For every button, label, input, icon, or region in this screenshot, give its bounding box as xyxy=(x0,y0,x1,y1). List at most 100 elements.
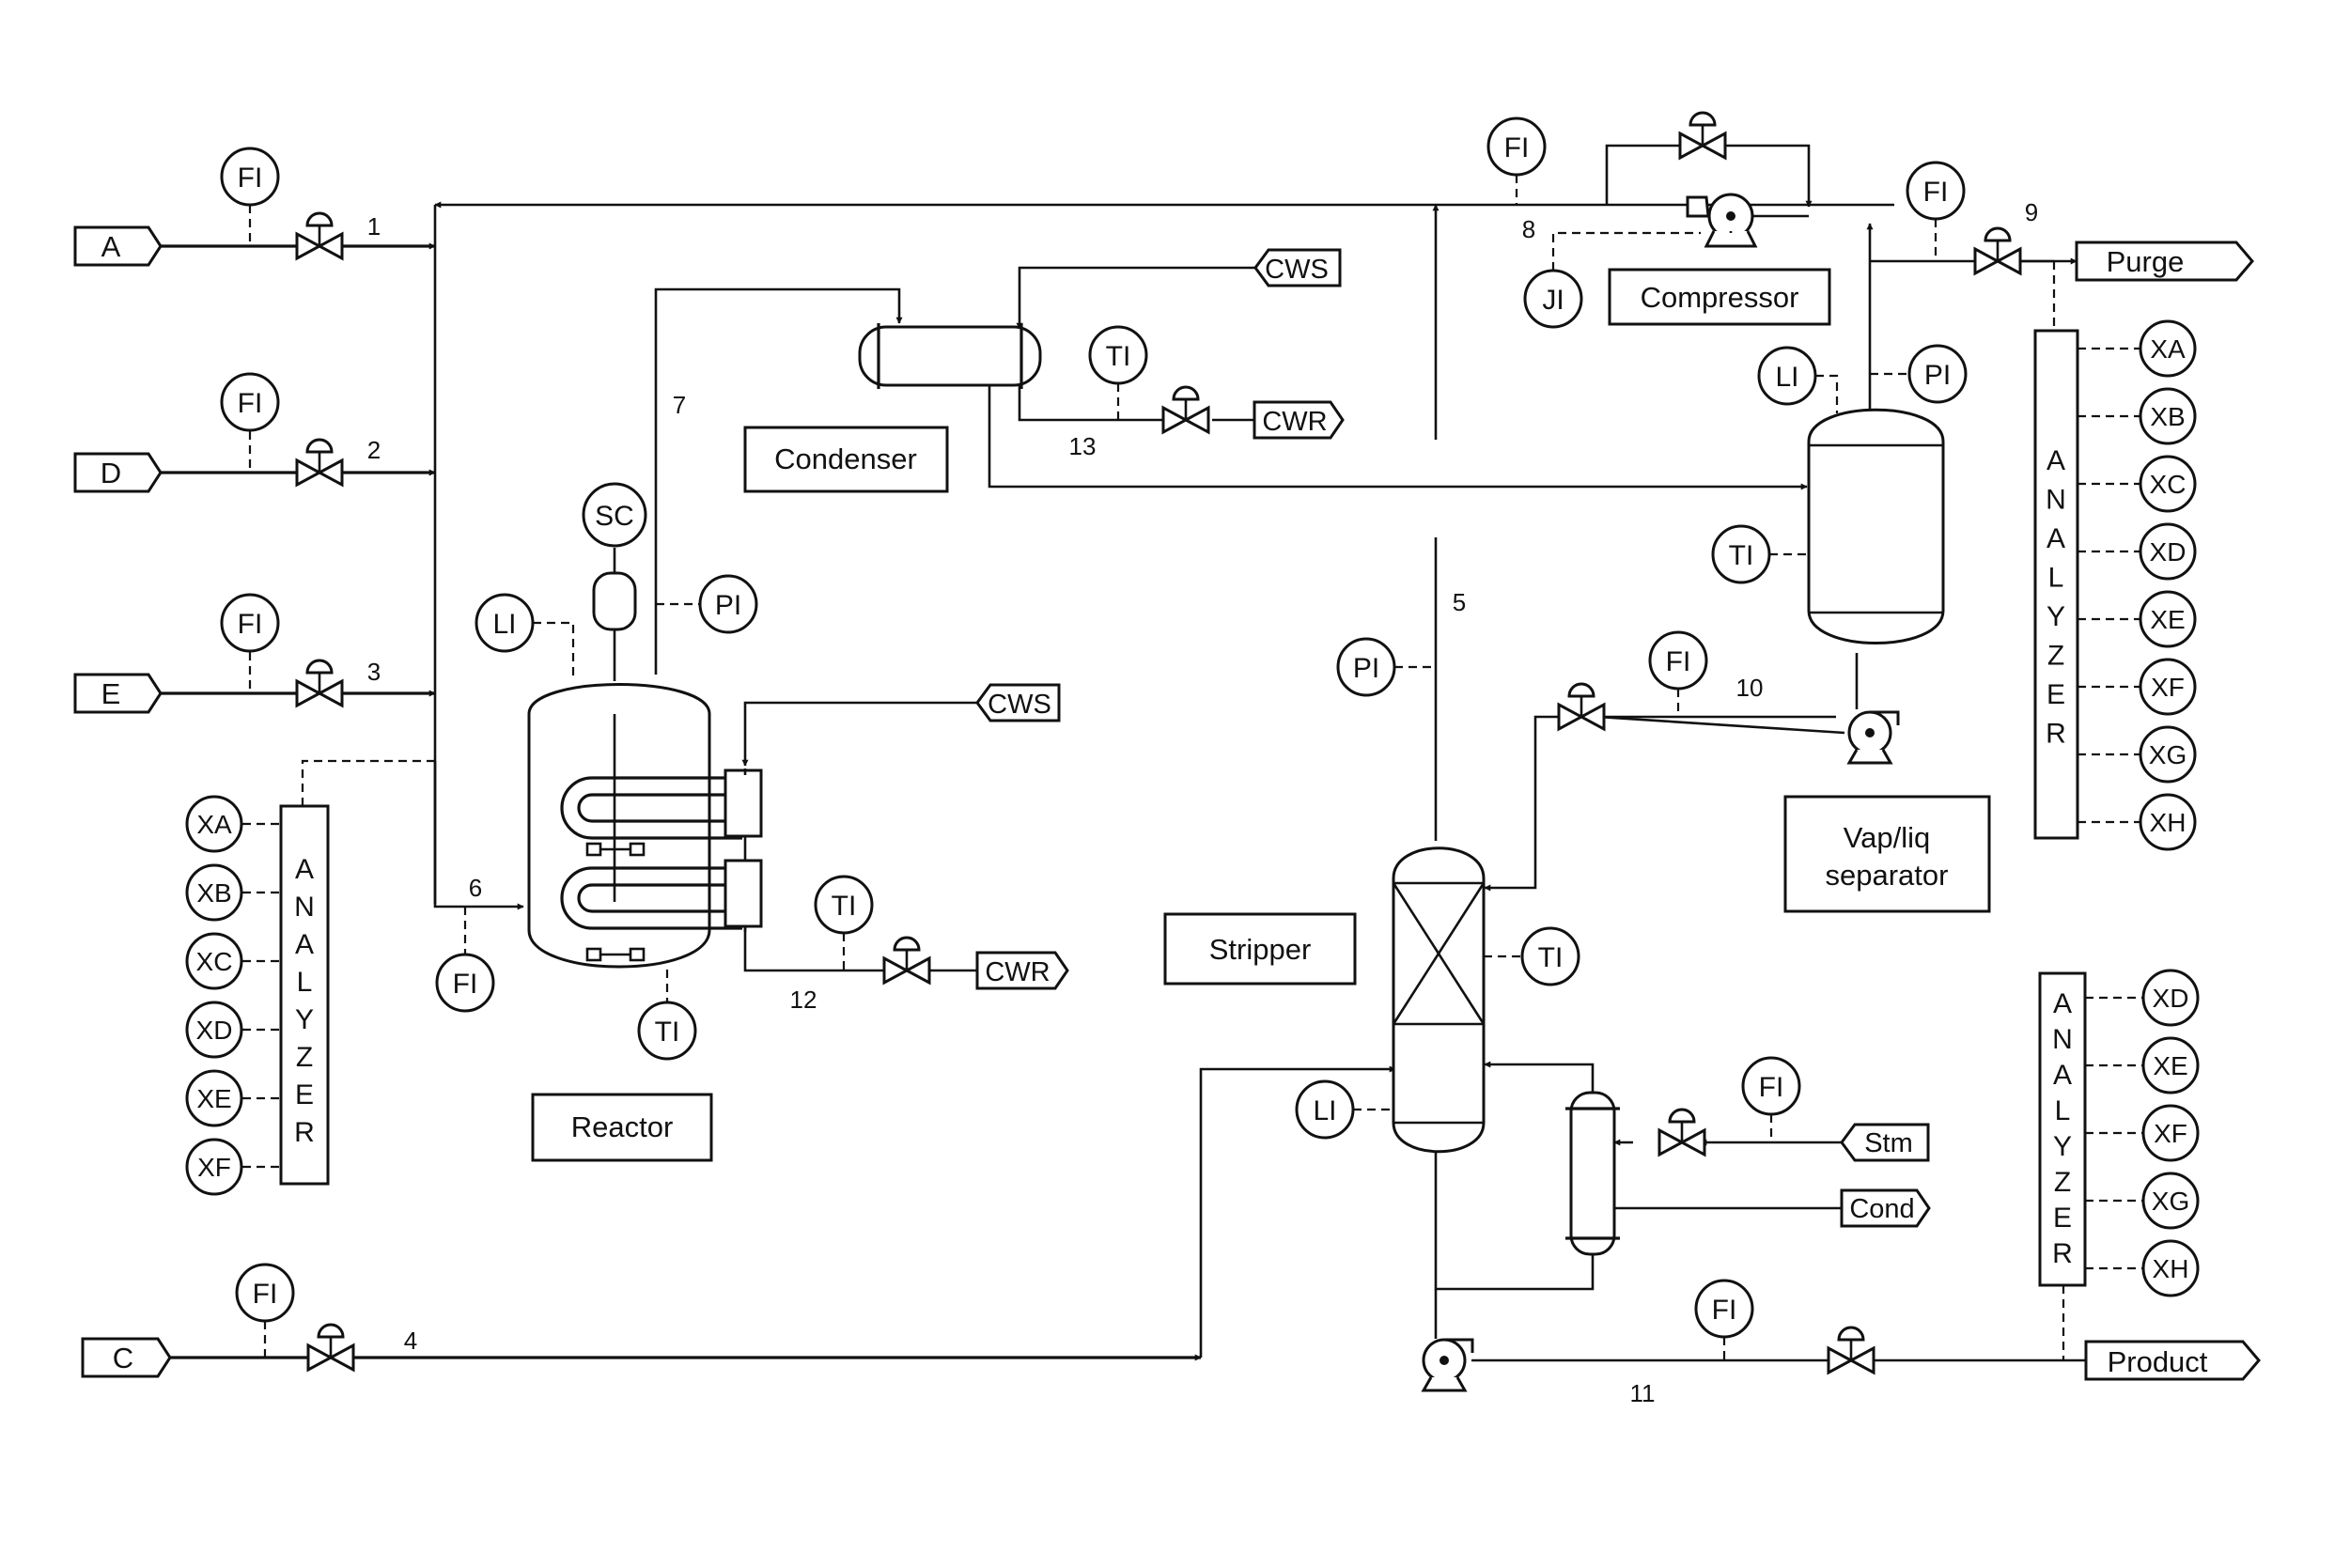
analyzer-letter: R xyxy=(2046,719,2066,750)
analyzer-bubble xyxy=(2139,522,2197,581)
svg-text:FI: FI xyxy=(1759,1072,1784,1103)
reactor-vessel xyxy=(527,548,763,969)
analyzer-bubble-label: XE xyxy=(2153,1051,2187,1080)
valve-feed-a xyxy=(295,211,344,260)
analyzer-bubble xyxy=(2139,455,2197,513)
analyzer-letter: Y xyxy=(295,1004,314,1035)
analyzer-bubble-label: XE xyxy=(2150,605,2185,634)
analyzer-letter: R xyxy=(2052,1238,2073,1269)
analyzer-bubble xyxy=(185,1138,243,1196)
stripper-label: Stripper xyxy=(1209,933,1312,966)
fi-stream-6: FI xyxy=(435,907,495,1013)
svg-text:FI: FI xyxy=(1504,132,1530,163)
analyzer-letter: N xyxy=(294,892,315,923)
svg-text:FI: FI xyxy=(253,1279,278,1310)
svg-text:TI: TI xyxy=(1106,341,1131,372)
analyzer-bubble-label: XG xyxy=(2152,1187,2189,1216)
ti-condenser: TI xyxy=(1088,325,1148,420)
pi-stripper: PI xyxy=(1336,637,1436,697)
svg-text:SC: SC xyxy=(595,501,634,532)
analyzer-letter: A xyxy=(295,854,314,885)
analyzer-bubble xyxy=(2141,1104,2200,1162)
analyzer-letter: Y xyxy=(2047,601,2065,632)
separator-vessel xyxy=(1807,408,1945,644)
valve-bypass xyxy=(1678,111,1727,160)
reactor-label: Reactor xyxy=(571,1110,674,1143)
analyzer-bubble-label: XF xyxy=(2154,1119,2187,1148)
analyzer-bubble-label: XA xyxy=(196,810,232,839)
analyzer-letter: L xyxy=(297,967,313,998)
stream-4: 4 xyxy=(404,1327,417,1355)
compressor-label: Compressor xyxy=(1641,281,1799,314)
pump-separator-icon xyxy=(1847,710,1900,765)
valve-steam xyxy=(1657,1108,1706,1157)
svg-text:PI: PI xyxy=(1924,360,1951,391)
valve-product xyxy=(1827,1326,1875,1374)
svg-text:JI: JI xyxy=(1542,285,1564,316)
analyzer-bubble xyxy=(2139,590,2197,648)
analyzer-bubble-label: XH xyxy=(2150,808,2187,837)
svg-text:LI: LI xyxy=(1313,1095,1336,1126)
instruments: FI FI FI FI FI FI FI xyxy=(220,116,1968,1360)
valve-condenser-cwr xyxy=(1161,385,1210,434)
analyzer-bubble-label: XH xyxy=(2153,1254,2189,1283)
product-tag: Product xyxy=(2108,1345,2208,1378)
feed-c-tag: C xyxy=(113,1342,133,1374)
analyzer-bubble xyxy=(2141,1172,2200,1230)
analyzer-bubble xyxy=(2141,1036,2200,1094)
analyzer-bubble-label: XA xyxy=(2150,334,2186,364)
analyzer-bubble-label: XC xyxy=(196,947,233,976)
svg-text:TI: TI xyxy=(655,1017,680,1048)
analyzer-letter: E xyxy=(2047,679,2065,710)
fi-feed-a: FI xyxy=(220,147,280,246)
valve-feed-c xyxy=(306,1323,355,1372)
analyzer-letter: L xyxy=(2048,563,2064,594)
ti-reactor: TI xyxy=(637,970,697,1061)
stream-numbers: 1 2 3 4 5 6 7 8 9 10 11 12 13 xyxy=(367,198,2038,1407)
svg-text:LI: LI xyxy=(1775,362,1798,393)
analyzer-letter: Z xyxy=(2054,1167,2071,1198)
svg-text:FI: FI xyxy=(238,388,263,419)
fi-recycle: FI xyxy=(1486,116,1547,205)
valve-purge xyxy=(1973,226,2022,275)
stream-12: 12 xyxy=(790,986,817,1014)
purge-tag: Purge xyxy=(2107,245,2185,278)
svg-text:FI: FI xyxy=(238,609,263,640)
analyzer-bubble-label: XG xyxy=(2149,740,2187,769)
analyzer-bubble-label: XF xyxy=(197,1153,231,1182)
analyzer-bubble xyxy=(2139,319,2197,378)
sc-reactor: SC xyxy=(582,482,647,548)
analyzer-bubble-label: XB xyxy=(2150,402,2185,431)
analyzer-bubble xyxy=(185,795,243,853)
unit-labels: Reactor Condenser Compressor Vap/liq sep… xyxy=(531,268,1991,1162)
analyzer-bubble-label: XC xyxy=(2150,470,2187,499)
compressor-icon xyxy=(1686,193,1758,248)
feed-tags: A D E C Purge Product CWS CWR CWS CWR St… xyxy=(73,225,2261,1381)
feed-a-tag: A xyxy=(101,230,121,263)
analyzer-bubble-label: XF xyxy=(2151,673,2185,702)
fi-product: FI xyxy=(1694,1279,1754,1360)
svg-text:TI: TI xyxy=(832,891,857,922)
ji-compressor: JI xyxy=(1523,231,1701,329)
analyzer-letter: A xyxy=(2047,523,2065,554)
li-separator: LI xyxy=(1757,346,1839,413)
analyzer-letter: N xyxy=(2052,1024,2073,1055)
analyzer-letter: A xyxy=(2053,988,2072,1019)
stream-7: 7 xyxy=(673,391,686,419)
analyzer-bubble-label: XD xyxy=(2150,537,2187,567)
valve-feed-d xyxy=(295,438,344,487)
valve-reactor-cwr xyxy=(882,936,931,985)
fi-feed-e: FI xyxy=(220,593,280,693)
condensate-tag: Cond xyxy=(1849,1194,1914,1224)
stream-8: 8 xyxy=(1522,215,1535,243)
analyzer-bubble-label: XE xyxy=(196,1084,231,1113)
analyzer-letter: A xyxy=(2047,445,2065,476)
fi-feed-c: FI xyxy=(235,1263,295,1358)
fi-stream-10: FI xyxy=(1648,630,1708,717)
analyzer-bubble-label: XB xyxy=(196,878,231,908)
svg-text:LI: LI xyxy=(492,609,516,640)
fi-purge: FI xyxy=(1906,161,1966,261)
